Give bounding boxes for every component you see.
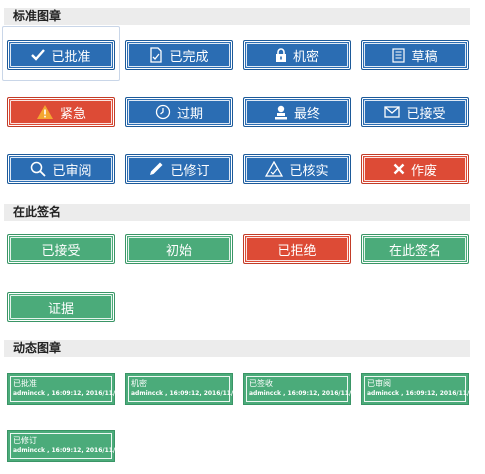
sign-stamp-rejected[interactable]: 已拒绝 <box>243 234 351 264</box>
dynamic-stamp-meta: admincck , 16:09:12, 2016/11/01 <box>249 390 360 397</box>
stamp-label: 证据 <box>47 301 74 317</box>
stamp-label: 作废 <box>410 163 437 179</box>
stamp-label: 已修订 <box>170 163 210 179</box>
dynamic-stamp-title: 已签收 <box>249 379 273 388</box>
stamp-revised[interactable]: 已修订 <box>125 154 233 184</box>
document-check-icon <box>149 47 163 63</box>
sign-stamp-accepted[interactable]: 已接受 <box>7 234 115 264</box>
dynamic-stamp-title: 机密 <box>131 379 147 388</box>
x-icon <box>393 163 405 175</box>
dynamic-stamp-revised[interactable]: 已修订 admincck , 16:09:12, 2016/11/01 <box>7 430 123 462</box>
stamp-final[interactable]: 最终 <box>243 97 351 127</box>
user-stamp-icon <box>274 105 288 120</box>
stamp-approved[interactable]: 已批准 <box>7 40 115 70</box>
stamp-confidential[interactable]: 机密 <box>243 40 351 70</box>
lock-icon <box>275 48 287 62</box>
section-standard-stamps: 标准图章 <box>4 8 470 25</box>
dynamic-stamp-meta: admincck , 16:09:12, 2016/11/01 <box>367 390 478 397</box>
stamp-urgent[interactable]: 紧急 <box>7 97 115 127</box>
stamp-label: 在此签名 <box>388 243 441 259</box>
dynamic-stamp-title: 已批准 <box>13 379 37 388</box>
search-icon <box>30 161 47 177</box>
stamp-reviewed[interactable]: 已审阅 <box>7 154 115 184</box>
dynamic-stamp-title: 已审阅 <box>367 379 391 388</box>
warning-icon <box>36 104 54 120</box>
stamp-label: 已接受 <box>406 106 446 122</box>
stamp-accepted[interactable]: 已接受 <box>361 97 469 127</box>
stamp-label: 已核实 <box>289 163 329 179</box>
stamp-label: 紧急 <box>59 106 86 122</box>
stamp-label: 已审阅 <box>52 163 92 179</box>
dynamic-stamp-title: 已修订 <box>13 436 37 445</box>
pencil-icon <box>148 161 164 177</box>
stamp-label: 机密 <box>292 49 319 65</box>
stamp-label: 已完成 <box>169 49 209 65</box>
stamp-label: 已拒绝 <box>277 243 317 259</box>
check-icon <box>31 49 46 61</box>
clock-icon <box>155 104 171 120</box>
selection-outline <box>2 26 120 81</box>
stamp-label: 已批准 <box>51 49 91 65</box>
stamp-expired[interactable]: 过期 <box>125 97 233 127</box>
section-sign-here: 在此签名 <box>4 204 470 221</box>
stamp-void[interactable]: 作废 <box>361 154 469 184</box>
section-dynamic-stamps: 动态图章 <box>4 340 470 357</box>
dynamic-stamp-reviewed[interactable]: 已审阅 admincck , 16:09:12, 2016/11/01 <box>361 373 477 405</box>
dynamic-stamp-received[interactable]: 已签收 admincck , 16:09:12, 2016/11/01 <box>243 373 359 405</box>
dynamic-stamp-meta: admincck , 16:09:12, 2016/11/01 <box>131 390 242 397</box>
stamp-label: 最终 <box>293 106 320 122</box>
draft-document-icon <box>392 47 406 63</box>
dynamic-stamp-approved[interactable]: 已批准 admincck , 16:09:12, 2016/11/01 <box>7 373 123 405</box>
stamp-draft[interactable]: 草稿 <box>361 40 469 70</box>
sign-stamp-evidence[interactable]: 证据 <box>7 292 115 322</box>
stamp-label: 已接受 <box>41 243 81 259</box>
dynamic-stamp-meta: admincck , 16:09:12, 2016/11/01 <box>13 447 124 454</box>
sign-stamp-sign-here[interactable]: 在此签名 <box>361 234 469 264</box>
dynamic-stamp-confidential[interactable]: 机密 admincck , 16:09:12, 2016/11/01 <box>125 373 241 405</box>
verified-triangle-icon <box>265 161 284 177</box>
envelope-icon <box>384 106 401 118</box>
stamp-label: 初始 <box>165 243 192 259</box>
stamp-label: 草稿 <box>411 49 438 65</box>
dynamic-stamp-meta: admincck , 16:09:12, 2016/11/01 <box>13 390 124 397</box>
stamp-completed[interactable]: 已完成 <box>125 40 233 70</box>
stamp-label: 过期 <box>176 106 203 122</box>
stamp-verified[interactable]: 已核实 <box>243 154 351 184</box>
sign-stamp-initial[interactable]: 初始 <box>125 234 233 264</box>
